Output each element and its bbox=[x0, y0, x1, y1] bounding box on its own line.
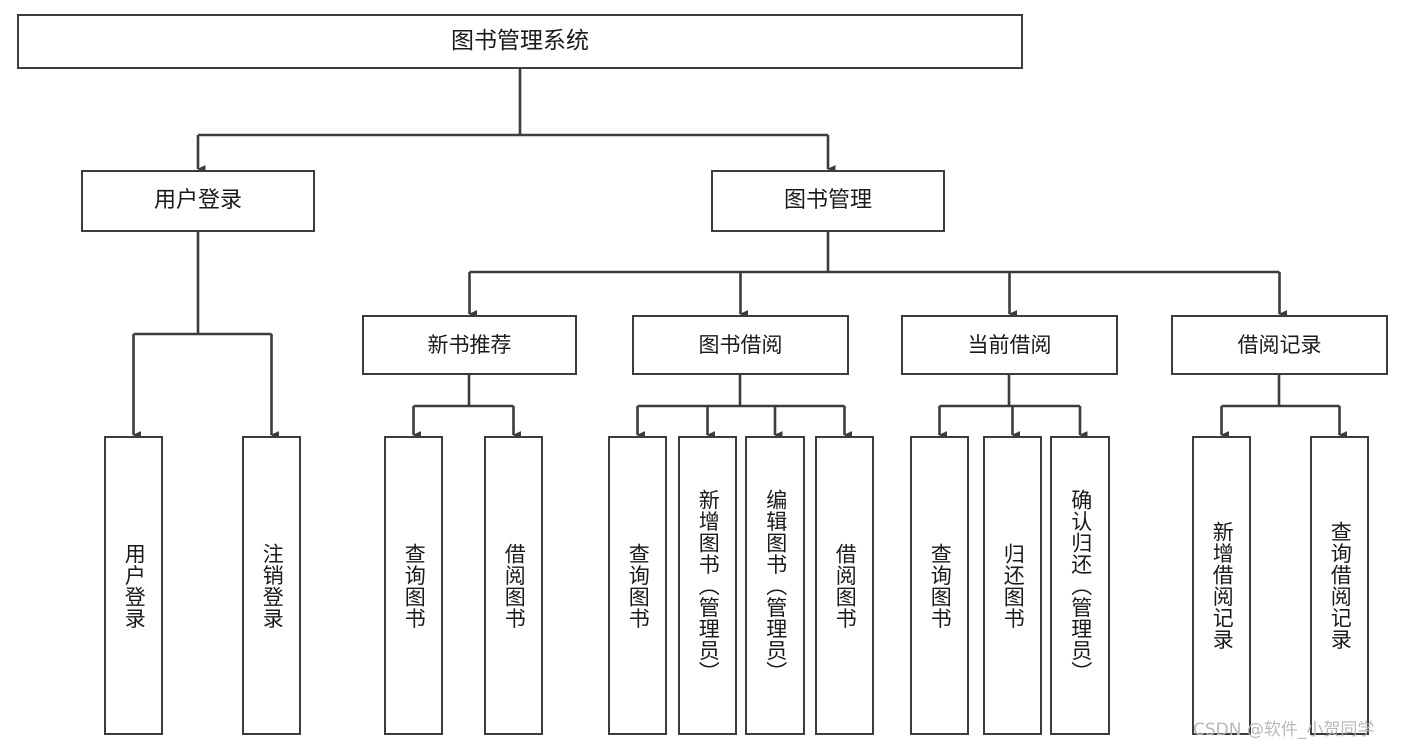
node-label-bb-add-book: 新增图书（管理员） bbox=[696, 488, 721, 683]
node-label-root: 图书管理系统 bbox=[451, 28, 589, 55]
connector-group bbox=[132, 69, 1348, 439]
node-label-login-user: 用户登录 bbox=[122, 542, 147, 629]
node-label-cb-confirm-return: 确认归还（管理员） bbox=[1068, 488, 1093, 683]
node-bb-edit-book[interactable]: 编辑图书（管理员） bbox=[745, 436, 805, 735]
node-label-bb-query-book: 查询图书 bbox=[626, 542, 651, 629]
node-cb-query-book[interactable]: 查询图书 bbox=[910, 436, 969, 735]
node-cb-confirm-return[interactable]: 确认归还（管理员） bbox=[1050, 436, 1110, 735]
node-label-book-manage: 图书管理 bbox=[783, 188, 872, 214]
node-label-br-query-record: 查询借阅记录 bbox=[1328, 521, 1353, 650]
node-rec-borrow-book[interactable]: 借阅图书 bbox=[484, 436, 543, 735]
node-new-book-rec[interactable]: 新书推荐 bbox=[362, 315, 577, 375]
node-user-login[interactable]: 用户登录 bbox=[81, 170, 315, 232]
node-label-user-login: 用户登录 bbox=[153, 188, 242, 214]
node-book-borrow[interactable]: 图书借阅 bbox=[632, 315, 849, 375]
node-label-current-borrow: 当前借阅 bbox=[967, 332, 1052, 357]
node-login-user[interactable]: 用户登录 bbox=[104, 436, 163, 735]
node-label-bb-borrow-book: 借阅图书 bbox=[833, 542, 858, 629]
node-logout-user[interactable]: 注销登录 bbox=[242, 436, 301, 735]
node-label-br-add-record: 新增借阅记录 bbox=[1210, 521, 1235, 650]
node-label-borrow-record: 借阅记录 bbox=[1237, 332, 1322, 357]
node-label-cb-return-book: 归还图书 bbox=[1001, 542, 1026, 629]
node-label-rec-query-book: 查询图书 bbox=[402, 542, 427, 629]
node-book-manage[interactable]: 图书管理 bbox=[711, 170, 945, 232]
csdn-watermark: CSDN @软件_小贺同学 bbox=[1193, 720, 1375, 740]
node-label-new-book-rec: 新书推荐 bbox=[427, 332, 512, 357]
node-label-bb-edit-book: 编辑图书（管理员） bbox=[763, 488, 788, 683]
node-current-borrow[interactable]: 当前借阅 bbox=[901, 315, 1118, 375]
node-br-add-record[interactable]: 新增借阅记录 bbox=[1192, 436, 1251, 735]
node-rec-query-book[interactable]: 查询图书 bbox=[384, 436, 443, 735]
node-label-book-borrow: 图书借阅 bbox=[698, 332, 783, 357]
node-borrow-record[interactable]: 借阅记录 bbox=[1171, 315, 1388, 375]
node-br-query-record[interactable]: 查询借阅记录 bbox=[1310, 436, 1369, 735]
node-bb-add-book[interactable]: 新增图书（管理员） bbox=[678, 436, 737, 735]
node-cb-return-book[interactable]: 归还图书 bbox=[983, 436, 1042, 735]
node-label-logout-user: 注销登录 bbox=[260, 542, 285, 629]
node-root[interactable]: 图书管理系统 bbox=[17, 14, 1023, 69]
node-label-rec-borrow-book: 借阅图书 bbox=[502, 542, 527, 629]
node-bb-borrow-book[interactable]: 借阅图书 bbox=[815, 436, 874, 735]
node-label-cb-query-book: 查询图书 bbox=[928, 542, 953, 629]
node-bb-query-book[interactable]: 查询图书 bbox=[608, 436, 667, 735]
